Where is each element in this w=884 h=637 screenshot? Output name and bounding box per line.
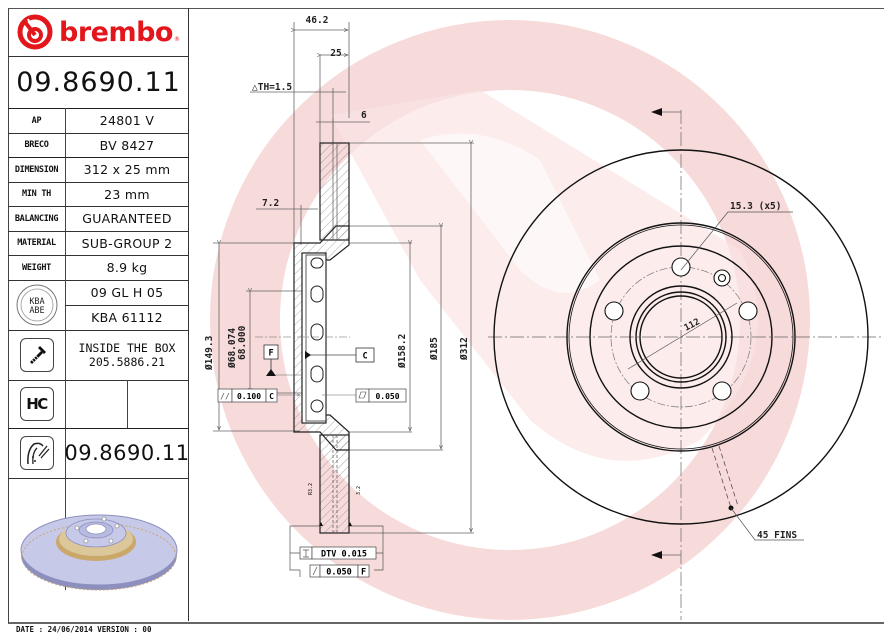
hc-badge-icon: HC [19, 387, 54, 421]
registered-mark-icon: ® [173, 35, 180, 43]
dim-158-2: Ø158.2 [397, 334, 408, 369]
kba-approval: 09 GL H 05 [90, 285, 164, 300]
dim-68-000: 68.000 [237, 325, 248, 360]
spec-value: GUARANTEED [82, 211, 172, 226]
spec-value: SUB-GROUP 2 [81, 235, 173, 251]
pcd-label: 112 [683, 317, 702, 333]
svg-text:0.050: 0.050 [326, 568, 352, 578]
fins-label: 45 FINS [757, 530, 797, 541]
svg-text:0.050: 0.050 [375, 392, 399, 401]
spec-value: 23 mm [104, 186, 150, 202]
svg-text:3.2: 3.2 [356, 486, 362, 495]
screw-part-number: 205.5886.21 [88, 355, 166, 369]
kba-abe-seal-icon: KBA ABE [16, 284, 57, 326]
disc-part-number: 09.8690.11 [64, 441, 190, 465]
dim-25: 25 [330, 48, 342, 59]
kba-cell: KBA ABE [8, 280, 65, 330]
datum-f-label: F [268, 349, 273, 359]
brembo-logo-icon [17, 14, 53, 50]
brake-disc-icon [19, 436, 54, 470]
brand-name: brembo [59, 16, 173, 48]
spec-label: BRECO [24, 140, 49, 150]
svg-text:0.100: 0.100 [237, 392, 261, 401]
svg-text:ABE: ABE [29, 306, 44, 316]
screw-cell [8, 330, 65, 380]
svg-text://: // [220, 392, 230, 401]
spec-value: BV 8427 [99, 137, 155, 153]
dim-312: Ø312 [459, 337, 470, 361]
dim-delta-th: △TH=1.5 [252, 82, 292, 93]
spec-label: BALANCING [14, 213, 59, 224]
dim-149-3: Ø149.3 [204, 335, 215, 371]
part-number: 09.8690.11 [16, 66, 181, 98]
disc-icon-cell [8, 428, 65, 478]
dim-68-074: Ø68.074 [227, 328, 238, 369]
spec-value: 312 x 25 mm [83, 162, 171, 177]
screw-text-1: INSIDE THE BOX [78, 341, 176, 355]
brake-disc-3d-image [20, 514, 177, 590]
spec-label: DIMENSION [14, 164, 59, 175]
svg-text:F: F [361, 568, 366, 578]
svg-text:DTV 0.015: DTV 0.015 [321, 550, 367, 560]
spec-label: MATERIAL [17, 238, 56, 248]
hc-cell: HC [8, 380, 65, 428]
spec-label: MIN TH [22, 189, 51, 199]
bolt-hole-label: 15.3 (x5) [730, 201, 781, 212]
svg-text:C: C [269, 392, 274, 401]
spec-panel: brembo ® 09.8690.11 AP 24801 V BRECO BV … [8, 8, 189, 621]
date-version: DATE : 24/06/2014 VERSION : 00 [16, 625, 152, 634]
spec-value: 8.9 kg [106, 260, 148, 275]
screw-info: INSIDE THE BOX 205.5886.21 [65, 330, 189, 380]
spec-value: 24801 V [99, 113, 155, 128]
dim-6: 6 [361, 110, 367, 121]
dim-46-2: 46.2 [306, 15, 329, 26]
dim-7-2: 7.2 [262, 198, 279, 209]
dim-185: Ø185 [429, 337, 440, 361]
drawing-frame [8, 8, 884, 624]
spec-label: WEIGHT [22, 262, 51, 273]
datum-c-label: C [362, 352, 367, 362]
brembo-watermark [210, 20, 810, 620]
spec-label: AP [31, 115, 42, 126]
kba-number: KBA 61112 [91, 310, 163, 325]
screw-icon [19, 338, 54, 372]
product-image [8, 478, 189, 621]
logo-cell: brembo ® [8, 8, 189, 56]
svg-text:R3.2: R3.2 [308, 483, 314, 495]
svg-text:KBA: KBA [29, 297, 44, 307]
